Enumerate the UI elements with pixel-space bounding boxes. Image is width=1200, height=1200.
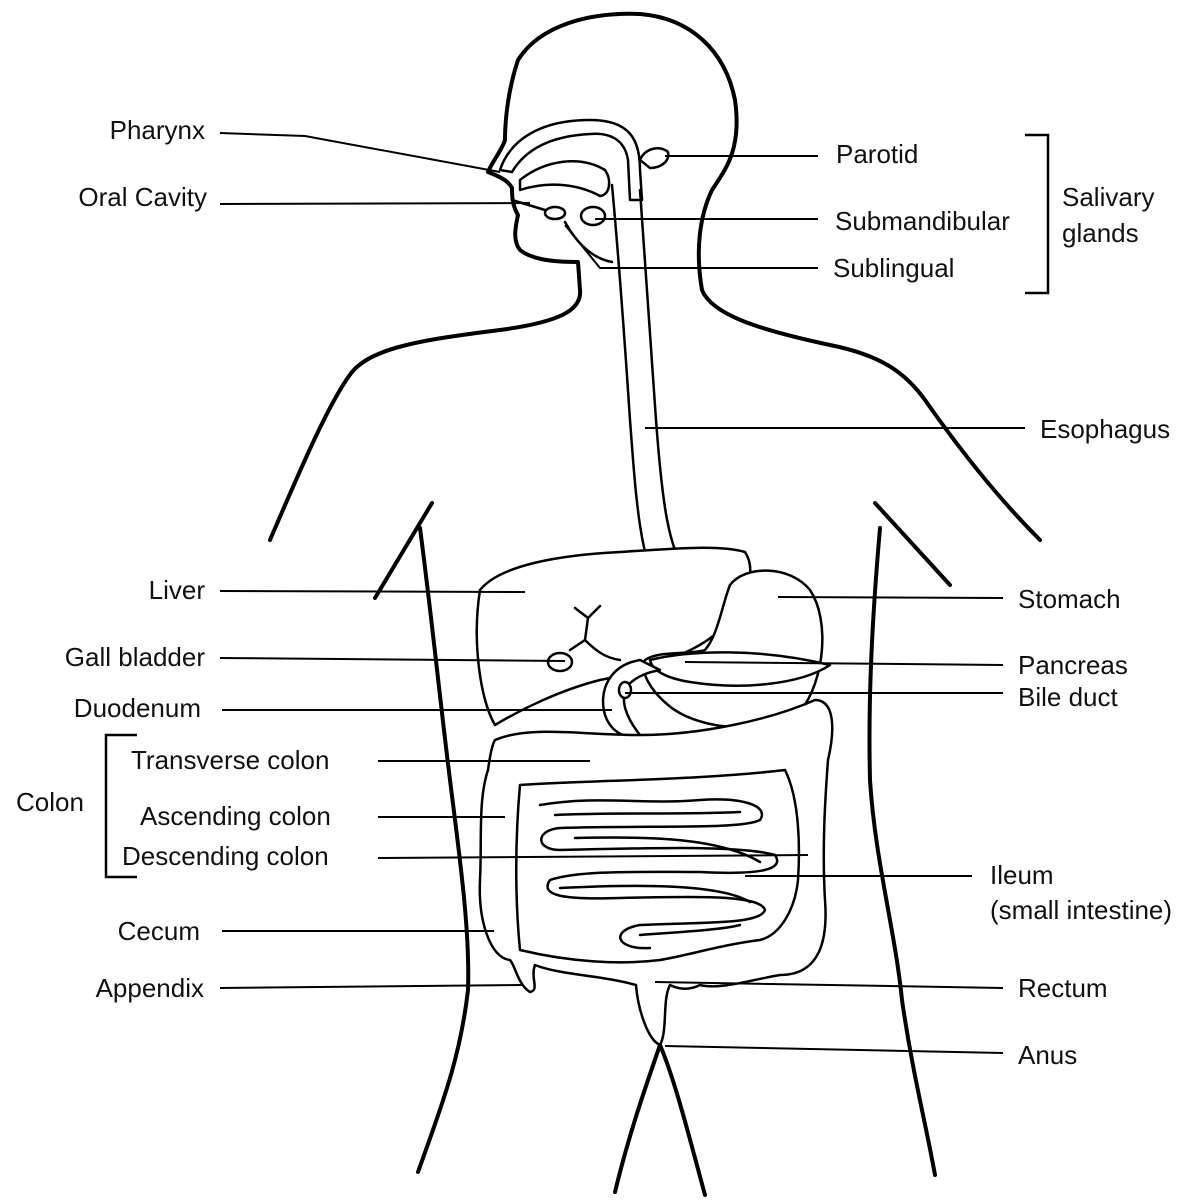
stomach-leader xyxy=(777,596,1004,599)
pancreas xyxy=(648,651,832,687)
label-gall-bladder: Gall bladder xyxy=(65,642,206,672)
small-intestine-coils xyxy=(538,798,779,950)
labels: Pharynx Oral Cavity Parotid Submandibula… xyxy=(16,115,1172,1070)
colon-bracket xyxy=(104,733,137,879)
small-intestine xyxy=(515,768,801,964)
appendix-leader xyxy=(219,984,523,989)
mouth-pharynx xyxy=(498,118,670,227)
label-salivary-glands-2: glands xyxy=(1062,218,1139,248)
label-rectum: Rectum xyxy=(1018,973,1108,1003)
bile-duct xyxy=(617,680,633,700)
gall-bladder-leader xyxy=(219,657,566,662)
label-small-intestine: (small intestine) xyxy=(990,895,1172,925)
label-transverse-colon: Transverse colon xyxy=(131,745,329,775)
label-pharynx: Pharynx xyxy=(110,115,205,145)
label-ascending-colon: Ascending colon xyxy=(140,801,331,831)
label-appendix: Appendix xyxy=(96,973,204,1003)
label-submandibular: Submandibular xyxy=(835,206,1010,236)
label-descending-colon: Descending colon xyxy=(122,841,329,871)
label-pancreas: Pancreas xyxy=(1018,650,1128,680)
label-salivary-glands-1: Salivary xyxy=(1062,182,1154,212)
sublingual-leader xyxy=(564,224,818,269)
label-ileum: Ileum xyxy=(990,860,1054,890)
gall-bladder xyxy=(546,604,622,673)
pancreas-leader xyxy=(684,661,1004,666)
label-anus: Anus xyxy=(1018,1040,1077,1070)
stomach xyxy=(642,569,824,729)
leader-lines xyxy=(104,132,1050,1054)
oral-cavity-leader xyxy=(219,202,531,205)
label-parotid: Parotid xyxy=(836,139,918,169)
label-liver: Liver xyxy=(149,575,206,605)
liver-leader xyxy=(219,590,526,593)
rectum-leader xyxy=(654,981,1004,989)
anus-leader xyxy=(664,1045,1004,1054)
label-bile-duct: Bile duct xyxy=(1018,682,1118,712)
pharynx-leader xyxy=(219,132,501,173)
label-colon: Colon xyxy=(16,787,84,817)
label-duodenum: Duodenum xyxy=(74,693,201,723)
descending-colon-leader xyxy=(377,854,809,859)
label-cecum: Cecum xyxy=(118,916,200,946)
label-esophagus: Esophagus xyxy=(1040,414,1170,444)
label-oral-cavity: Oral Cavity xyxy=(78,182,207,212)
label-sublingual: Sublingual xyxy=(833,253,954,283)
label-stomach: Stomach xyxy=(1018,584,1121,614)
salivary-glands-bracket xyxy=(1025,133,1050,295)
